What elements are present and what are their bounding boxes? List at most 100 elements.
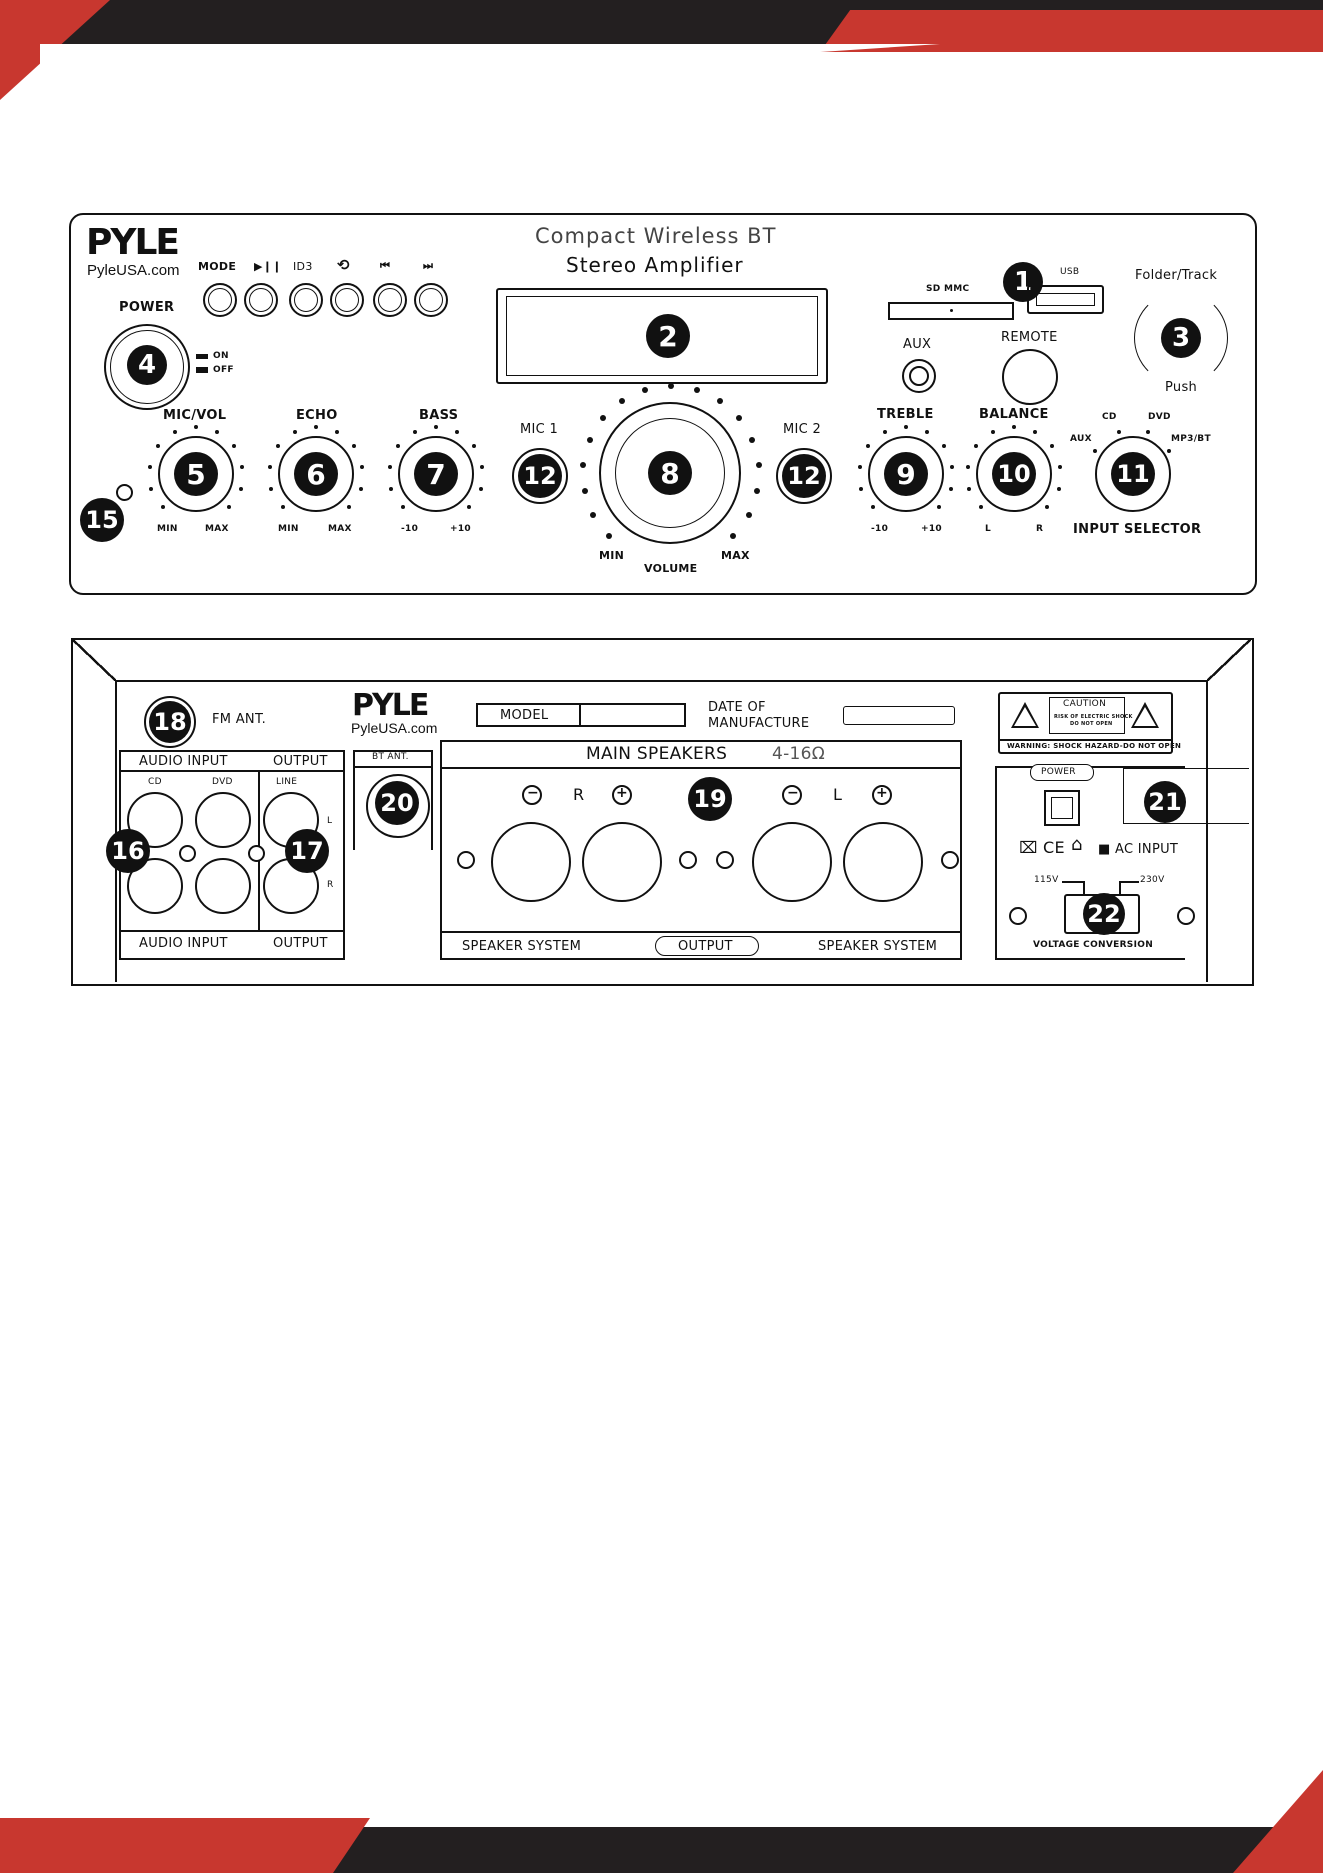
tick-dot: [478, 486, 483, 491]
tick-dot: [347, 505, 352, 510]
id3-button[interactable]: [289, 283, 323, 317]
footer-red-corner: [1233, 1770, 1323, 1873]
dvd-input-left-jack[interactable]: [195, 792, 251, 848]
led-indicator: [116, 484, 133, 501]
tick-dot: [754, 488, 761, 495]
label-model: MODEL: [500, 708, 549, 723]
spk-r-plus-terminal[interactable]: [582, 822, 662, 902]
label-mic-vol: MIC/VOL: [163, 408, 227, 423]
front-brand-logo: PYLE: [86, 222, 180, 263]
tick-dot: [965, 464, 970, 469]
spk-screw-2: [679, 851, 697, 869]
spk-l-plus-symbol: [872, 785, 892, 805]
label-speaker-system-left: SPEAKER SYSTEM: [462, 939, 582, 954]
label-usb: USB: [1060, 267, 1080, 277]
callout-15: 15: [80, 498, 124, 542]
callout-12-mic1: 12: [518, 454, 562, 498]
callout-6: 6: [294, 452, 338, 496]
prev-button[interactable]: [373, 283, 407, 317]
tick-dot: [467, 505, 472, 510]
tick-dot: [314, 425, 318, 429]
label-off: OFF: [213, 365, 234, 375]
aux-jack-inner: [909, 366, 929, 386]
spk-r-minus-terminal[interactable]: [491, 822, 571, 902]
sd-card-slot[interactable]: [888, 302, 1014, 320]
label-voltage-conversion: VOLTAGE CONVERSION: [1033, 940, 1154, 950]
label-115v: 115V: [1034, 875, 1059, 885]
mode-button[interactable]: [203, 283, 237, 317]
tick-dot: [358, 486, 363, 491]
front-title-line1: Compact Wireless BT: [535, 224, 777, 248]
label-mic2: MIC 2: [783, 422, 822, 437]
callout-3: 3: [1161, 318, 1201, 358]
tick-dot: [232, 444, 237, 449]
tick-dot: [352, 444, 357, 449]
front-title-line2: Stereo Amplifier: [566, 253, 744, 277]
tick-dot: [967, 486, 972, 491]
label-audio-input-top: AUDIO INPUT: [139, 754, 228, 769]
bevel-left: [72, 639, 116, 681]
next-button[interactable]: [414, 283, 448, 317]
label-ac-input: ■ AC INPUT: [1098, 842, 1179, 857]
balance-right-label: R: [1036, 524, 1044, 534]
power-button-ring: [110, 330, 184, 404]
tick-dot: [904, 425, 908, 429]
spk-l-minus-terminal[interactable]: [752, 822, 832, 902]
callout-7: 7: [414, 452, 458, 496]
ac-screw-right: [1177, 907, 1195, 925]
rear-brand-url: PyleUSA.com: [351, 720, 438, 736]
tick-dot: [749, 437, 756, 444]
tick-dot: [736, 415, 743, 422]
label-caution-sub2: DO NOT OPEN: [1070, 721, 1113, 727]
tick-dot: [730, 533, 737, 540]
off-indicator-icon: [196, 367, 208, 373]
usb-port[interactable]: [1027, 285, 1104, 314]
tick-dot: [280, 505, 285, 510]
selector-mp3bt-dot: [1167, 449, 1171, 453]
label-input-selector: INPUT SELECTOR: [1073, 522, 1202, 537]
label-echo: ECHO: [296, 408, 338, 423]
tick-dot: [155, 444, 160, 449]
tick-dot: [292, 430, 297, 435]
rear-panel: [71, 638, 1254, 986]
label-warning: WARNING: SHOCK HAZARD-DO NOT OPEN: [1007, 742, 1182, 750]
treble-min-label: -10: [871, 524, 889, 534]
spk-l-minus-label: −: [787, 785, 800, 801]
label-remote: REMOTE: [1001, 330, 1058, 345]
label-mic1: MIC 1: [520, 422, 559, 437]
tick-dot: [455, 430, 460, 435]
main-speakers-top-divider: [441, 767, 961, 769]
aux-jack[interactable]: [902, 359, 936, 393]
header-white-wedge: [40, 44, 940, 104]
power-label-pill: [1030, 764, 1094, 781]
rear-power-switch[interactable]: [1044, 790, 1080, 826]
selector-aux-dot: [1093, 449, 1097, 453]
tick-dot: [269, 486, 274, 491]
play-pause-button[interactable]: [244, 283, 278, 317]
tick-dot: [1033, 430, 1038, 435]
tick-dot: [990, 430, 995, 435]
caution-divider: [999, 739, 1172, 741]
label-dvd: DVD: [212, 777, 233, 787]
callout-21-box: [1123, 768, 1249, 824]
audio-io-bottom-divider: [120, 930, 344, 932]
tick-dot: [755, 462, 762, 469]
label-caution-sub1: RISK OF ELECTRIC SHOCK: [1054, 714, 1133, 720]
label-date-line1: DATE OF: [708, 700, 766, 715]
main-speakers-block: [440, 740, 962, 960]
callout-12-mic2: 12: [782, 454, 826, 498]
tick-dot: [950, 464, 955, 469]
label-aux: AUX: [903, 337, 932, 352]
repeat-button[interactable]: [330, 283, 364, 317]
dvd-input-right-jack[interactable]: [195, 858, 251, 914]
mic-vol-max-label: MAX: [205, 524, 229, 534]
spk-l-plus-terminal[interactable]: [843, 822, 923, 902]
display-inner: [506, 296, 818, 376]
tick-dot: [1012, 425, 1016, 429]
callout-19: 19: [688, 777, 732, 821]
tick-dot: [335, 430, 340, 435]
spk-r-minus-label: −: [527, 785, 540, 801]
tick-dot: [387, 464, 392, 469]
bass-max-label: +10: [450, 524, 471, 534]
callout-20: 20: [375, 781, 419, 825]
